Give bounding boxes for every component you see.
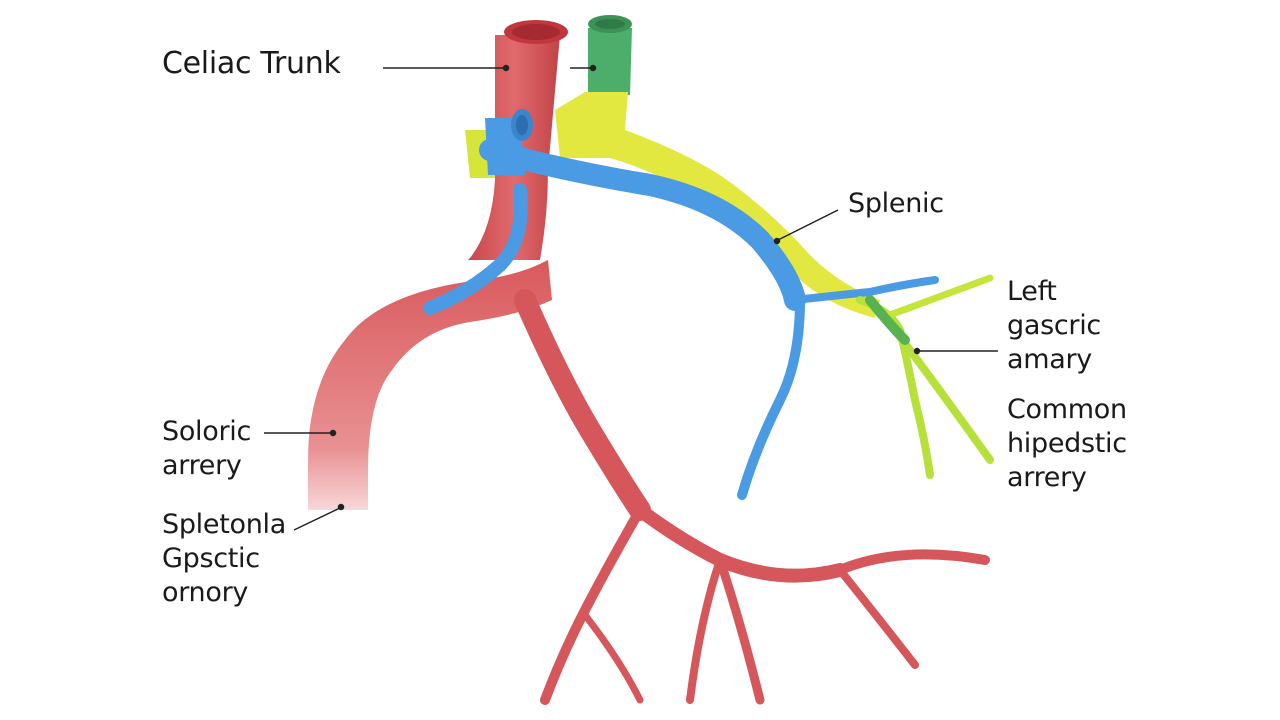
label-spleen-gastric-line-2: Gpsctic [162,543,260,574]
label-spleen-gastric-line-3: ornory [162,577,249,608]
label-celiac-trunk: Celiac Trunk [162,47,341,81]
label-celiac-trunk-text: Celiac Trunk [162,46,341,81]
leader-splenic [777,209,839,241]
label-spleen-gastric-line-1: Spletonla [162,509,286,540]
label-splenic: Splenic [848,187,944,221]
label-common-hepatic-line-2: hipedstic [1007,428,1127,459]
label-left-gastric-line-1: Left [1007,276,1057,307]
label-soloric: Soloric arrery [162,415,251,483]
label-soloric-line-2: arrery [162,450,242,481]
green-vessel [588,15,632,95]
blue-vessel-opening [485,109,533,175]
label-left-gastric-line-2: gascric [1007,310,1101,341]
leader-lines [264,64,998,531]
blue-vessel [423,139,939,500]
leader-spleen-gastric [293,507,341,531]
label-spleen-gastric: Spletonla Gpsctic ornory [162,508,286,610]
label-left-gastric: Left gascric amary [1007,275,1101,377]
label-common-hepatic-line-3: arrery [1007,462,1087,493]
soloric-artery-vessel [308,260,552,510]
label-common-hepatic-line-1: Common [1007,394,1127,425]
lime-branches [856,274,994,479]
label-soloric-line-1: Soloric [162,416,252,447]
label-common-hepatic: Common hipedstic arrery [1007,393,1127,495]
label-splenic-text: Splenic [848,188,944,219]
label-left-gastric-line-3: amary [1007,344,1092,375]
red-branch-tree [514,289,990,705]
